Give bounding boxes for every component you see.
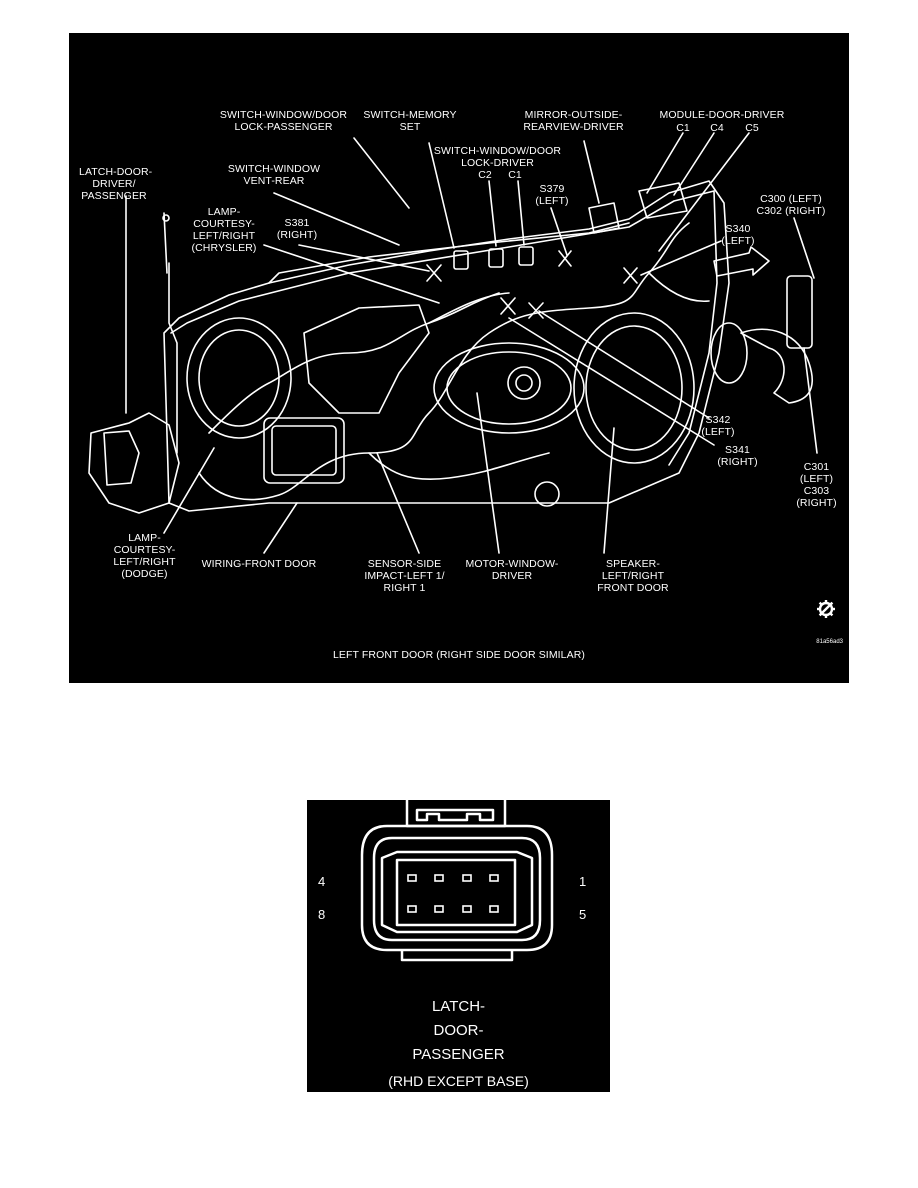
- s381-label: S381 (RIGHT): [276, 217, 318, 241]
- module-door-driver-label: MODULE-DOOR-DRIVER: [659, 109, 785, 121]
- connector-variant: (RHD EXCEPT BASE): [388, 1073, 529, 1089]
- gear-icon: [817, 600, 835, 618]
- switch-c2-label: C2: [478, 169, 492, 181]
- speaker-label: SPEAKER- LEFT/RIGHT FRONT DOOR: [597, 558, 669, 594]
- c300-c302-label: C300 (LEFT) C302 (RIGHT): [756, 193, 826, 217]
- s340-label: S340 (LEFT): [721, 223, 755, 247]
- lamp-courtesy-chrysler-label: LAMP- COURTESY- LEFT/RIGHT (CHRYSLER): [191, 206, 257, 254]
- module-c1-label: C1: [676, 122, 690, 134]
- pin-number-top-right: 1: [579, 874, 587, 889]
- switch-memory-set-label: SWITCH-MEMORY SET: [363, 109, 457, 133]
- switch-c1-label: C1: [508, 169, 522, 181]
- door-wiring-diagram: LATCH-DOOR- DRIVER/ PASSENGER SWITCH-WIN…: [69, 33, 849, 683]
- connector-name-line-1: LATCH-: [431, 998, 486, 1015]
- connector-name-line-3: PASSENGER: [412, 1046, 505, 1063]
- switch-window-door-lock-passenger-label: SWITCH-WINDOW/DOOR LOCK-PASSENGER: [219, 109, 348, 133]
- pin-number-bottom-left: 8: [318, 907, 326, 922]
- module-c5-label: C5: [745, 122, 759, 134]
- wiring-front-door-label: WIRING-FRONT DOOR: [201, 558, 317, 570]
- sensor-side-impact-label: SENSOR-SIDE IMPACT-LEFT 1/ RIGHT 1: [364, 558, 445, 594]
- connector-outline: [360, 800, 554, 962]
- fwd-arrow-label: FWD: [733, 258, 755, 268]
- s341-label: S341 (RIGHT): [717, 444, 758, 468]
- c301-c303-label: C301 (LEFT) C303 (RIGHT): [796, 461, 837, 509]
- diagram-caption: LEFT FRONT DOOR (RIGHT SIDE DOOR SIMILAR…: [332, 649, 586, 661]
- door-illustration: [88, 132, 818, 554]
- latch-door-label: LATCH-DOOR- DRIVER/ PASSENGER: [79, 166, 153, 202]
- switch-window-vent-rear-label: SWITCH-WINDOW VENT-REAR: [227, 163, 321, 187]
- module-c4-label: C4: [710, 122, 724, 134]
- lamp-courtesy-dodge-label: LAMP- COURTESY- LEFT/RIGHT (DODGE): [113, 532, 176, 580]
- motor-window-driver-label: MOTOR-WINDOW- DRIVER: [465, 558, 559, 582]
- switch-window-door-lock-driver-label: SWITCH-WINDOW/DOOR LOCK-DRIVER: [433, 145, 562, 169]
- figure-code: 81a56ad3: [816, 639, 843, 645]
- mirror-outside-rearview-driver-label: MIRROR-OUTSIDE- REARVIEW-DRIVER: [523, 109, 624, 133]
- s379-label: S379 (LEFT): [535, 183, 569, 207]
- connector-name-line-2: DOOR-: [433, 1022, 484, 1039]
- pin-number-top-left: 4: [318, 874, 326, 889]
- connector-view: 4 1 8 5 LATCH- DOOR- PASSENGER (RHD EXCE…: [307, 800, 610, 1092]
- pin-number-bottom-right: 5: [579, 907, 587, 922]
- s342-label: S342 (LEFT): [701, 414, 735, 438]
